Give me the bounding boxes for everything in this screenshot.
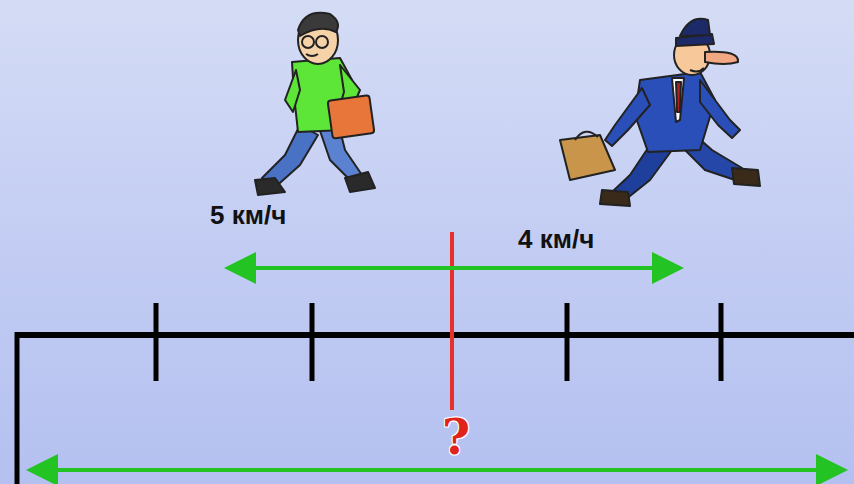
- meeting-line: [450, 232, 454, 410]
- speed-label: 4 км/ч: [518, 226, 594, 252]
- student-figure: [255, 13, 375, 195]
- speed-arrow: [232, 266, 676, 270]
- number-line: [15, 303, 854, 484]
- businessman-figure: [560, 19, 760, 206]
- question-mark: ?: [442, 413, 470, 461]
- speed-label: 5 км/ч: [210, 202, 286, 228]
- distance-arrow: [34, 468, 840, 472]
